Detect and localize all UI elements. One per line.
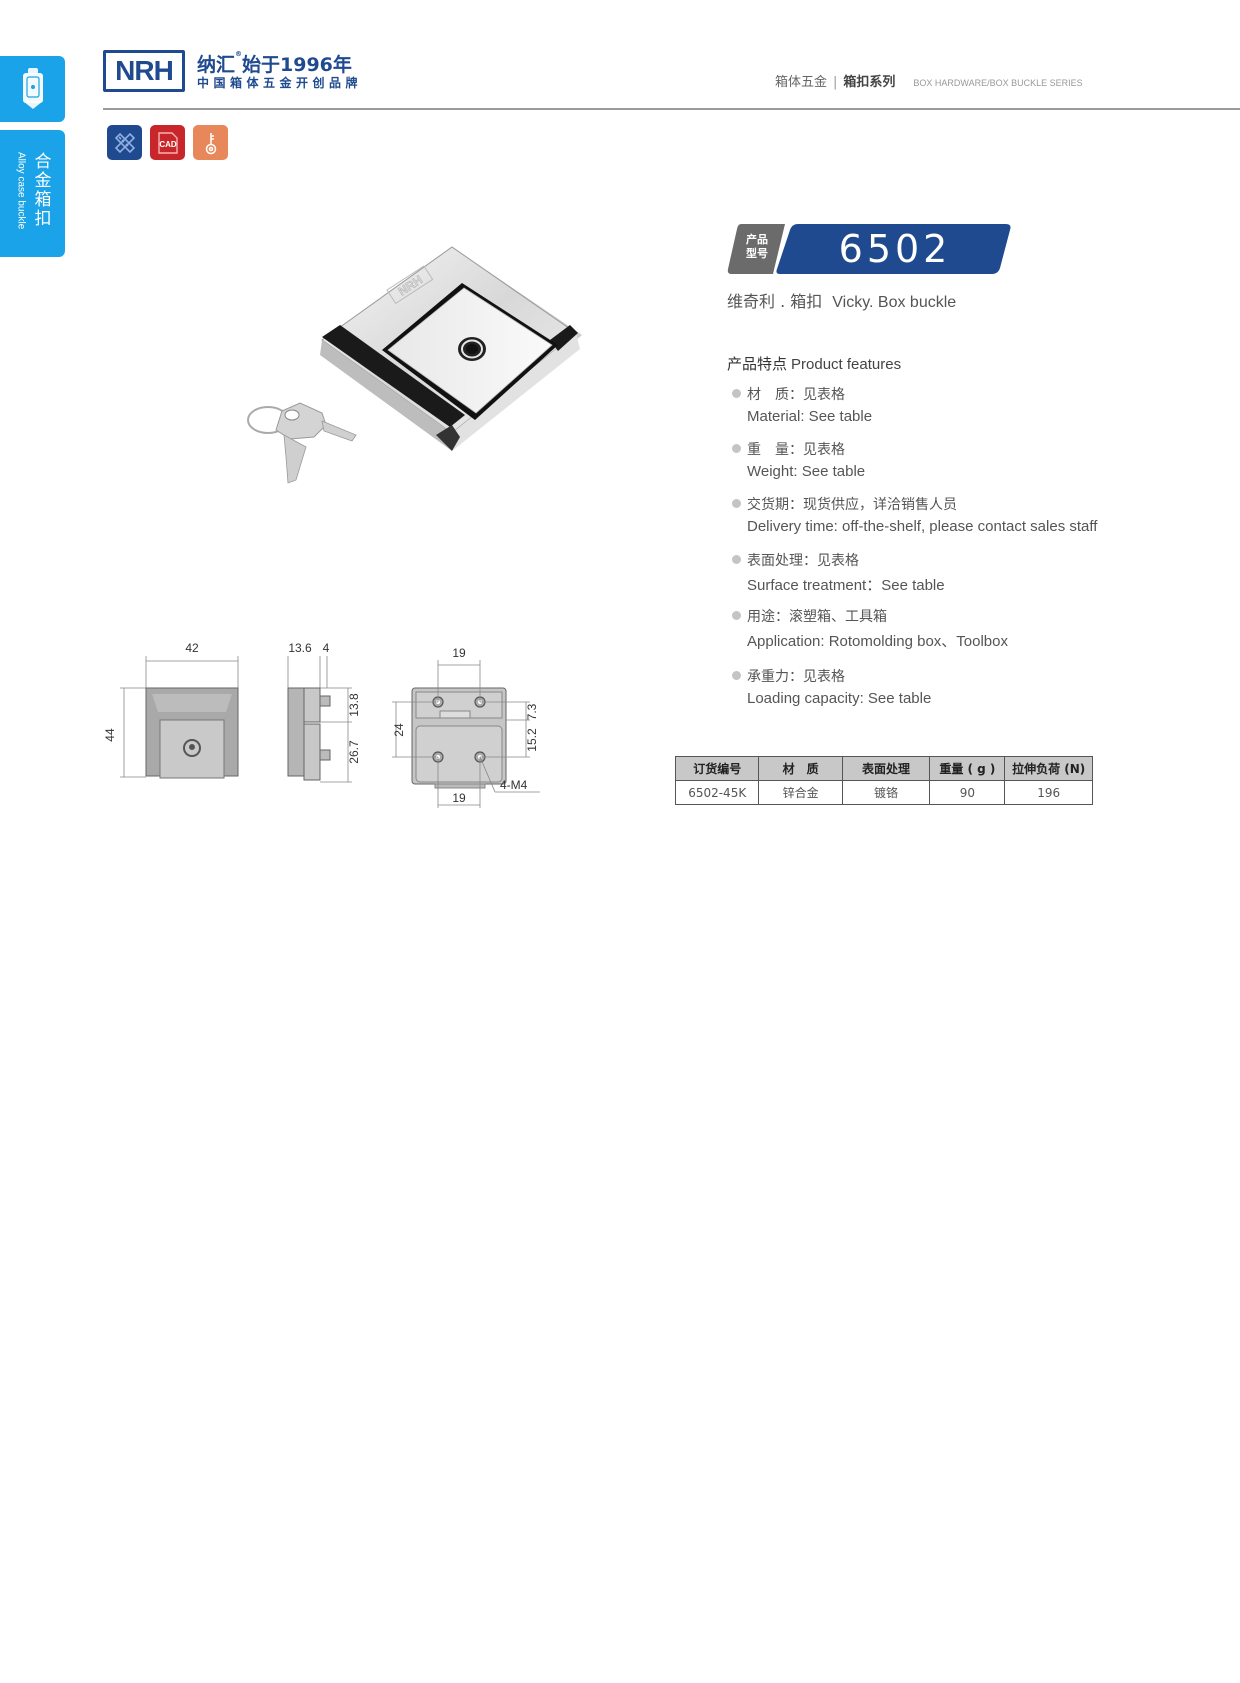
product-photo: NRH: [247, 246, 582, 484]
svg-text:15.2: 15.2: [525, 728, 539, 752]
breadcrumb-separator: |: [833, 75, 838, 90]
table-header-row: 订货编号 材 质 表面处理 重量 ( g ) 拉伸负荷 (N): [674, 756, 1093, 781]
breadcrumb-en: BOX HARDWARE/BOX BUCKLE SERIES: [913, 78, 1083, 88]
svg-text:4-M4: 4-M4: [500, 778, 528, 792]
svg-text:42: 42: [185, 641, 199, 655]
model-number-bar: [776, 224, 1011, 274]
bullet-icon: [732, 444, 741, 453]
cell-surface: 镀铬: [841, 780, 931, 805]
svg-text:13.6: 13.6: [288, 641, 312, 655]
svg-text:19: 19: [452, 791, 466, 805]
sidebar-product-icon-tab[interactable]: [0, 56, 65, 122]
table-row: 6502-45K 锌合金 镀铬 90 196: [674, 780, 1093, 805]
breadcrumb: 箱体五金 | 箱扣系列 BOX HARDWARE/BOX BUCKLE SERI…: [775, 71, 1083, 90]
svg-text:4: 4: [323, 641, 330, 655]
spec-table: 订货编号 材 质 表面处理 重量 ( g ) 拉伸负荷 (N) 6502-45K…: [674, 756, 1093, 805]
product-name-en: Vicky. Box buckle: [832, 294, 957, 311]
product-name: 维奇利 . 箱扣 Vicky. Box buckle: [727, 288, 956, 312]
svg-text:26.7: 26.7: [347, 740, 361, 764]
breadcrumb-parent[interactable]: 箱体五金: [775, 75, 828, 90]
product-name-cn: 维奇利 . 箱扣: [727, 292, 823, 311]
svg-text:44: 44: [103, 728, 117, 742]
cell-order-no: 6502-45K: [674, 780, 760, 805]
svg-text:13.8: 13.8: [347, 693, 361, 717]
bullet-icon: [732, 499, 741, 508]
header-divider: [103, 108, 1240, 110]
brand-name: 纳汇®始于1996年: [197, 50, 352, 76]
technical-drawing: 42 44 13.6 4 13.8 26.7: [103, 641, 540, 808]
key-badge[interactable]: [193, 125, 228, 160]
bullet-icon: [732, 671, 741, 680]
bullet-icon: [732, 555, 741, 564]
svg-text:CAD: CAD: [159, 140, 177, 149]
tools-icon: [114, 132, 135, 153]
brand-subtitle: 中国箱体五金开创品牌: [197, 76, 363, 90]
bullet-icon: [732, 611, 741, 620]
col-order-no: 订货编号: [674, 756, 760, 781]
key-icon: [205, 132, 216, 154]
cell-weight: 90: [929, 780, 1006, 805]
svg-text:19: 19: [452, 646, 466, 660]
bullet-icon: [732, 389, 741, 398]
col-surface: 表面处理: [841, 756, 931, 781]
category-label-en: Alloy case buckle: [15, 152, 27, 230]
col-weight: 重量 ( g ): [929, 756, 1006, 781]
col-material: 材 质: [758, 756, 843, 781]
cad-badge[interactable]: CAD: [150, 125, 185, 160]
buckle-icon: [22, 68, 43, 109]
tools-badge[interactable]: [107, 125, 142, 160]
sidebar-category-tab[interactable]: 合金箱扣 Alloy case buckle: [0, 130, 65, 257]
key-icon: [247, 402, 357, 484]
breadcrumb-current: 箱扣系列: [843, 75, 896, 90]
model-tag-label: 产品 型号: [746, 233, 768, 260]
cad-icon: CAD: [157, 131, 178, 154]
col-load: 拉伸负荷 (N): [1004, 756, 1093, 781]
category-label-cn: 合金箱扣: [30, 152, 51, 228]
brand-logo: NRH: [103, 50, 185, 92]
cell-material: 锌合金: [758, 780, 843, 805]
svg-text:7.3: 7.3: [525, 703, 539, 720]
cell-load: 196: [1004, 780, 1093, 805]
model-tag: [727, 224, 785, 274]
svg-text:24: 24: [392, 723, 406, 737]
model-number: 6502: [838, 227, 952, 271]
